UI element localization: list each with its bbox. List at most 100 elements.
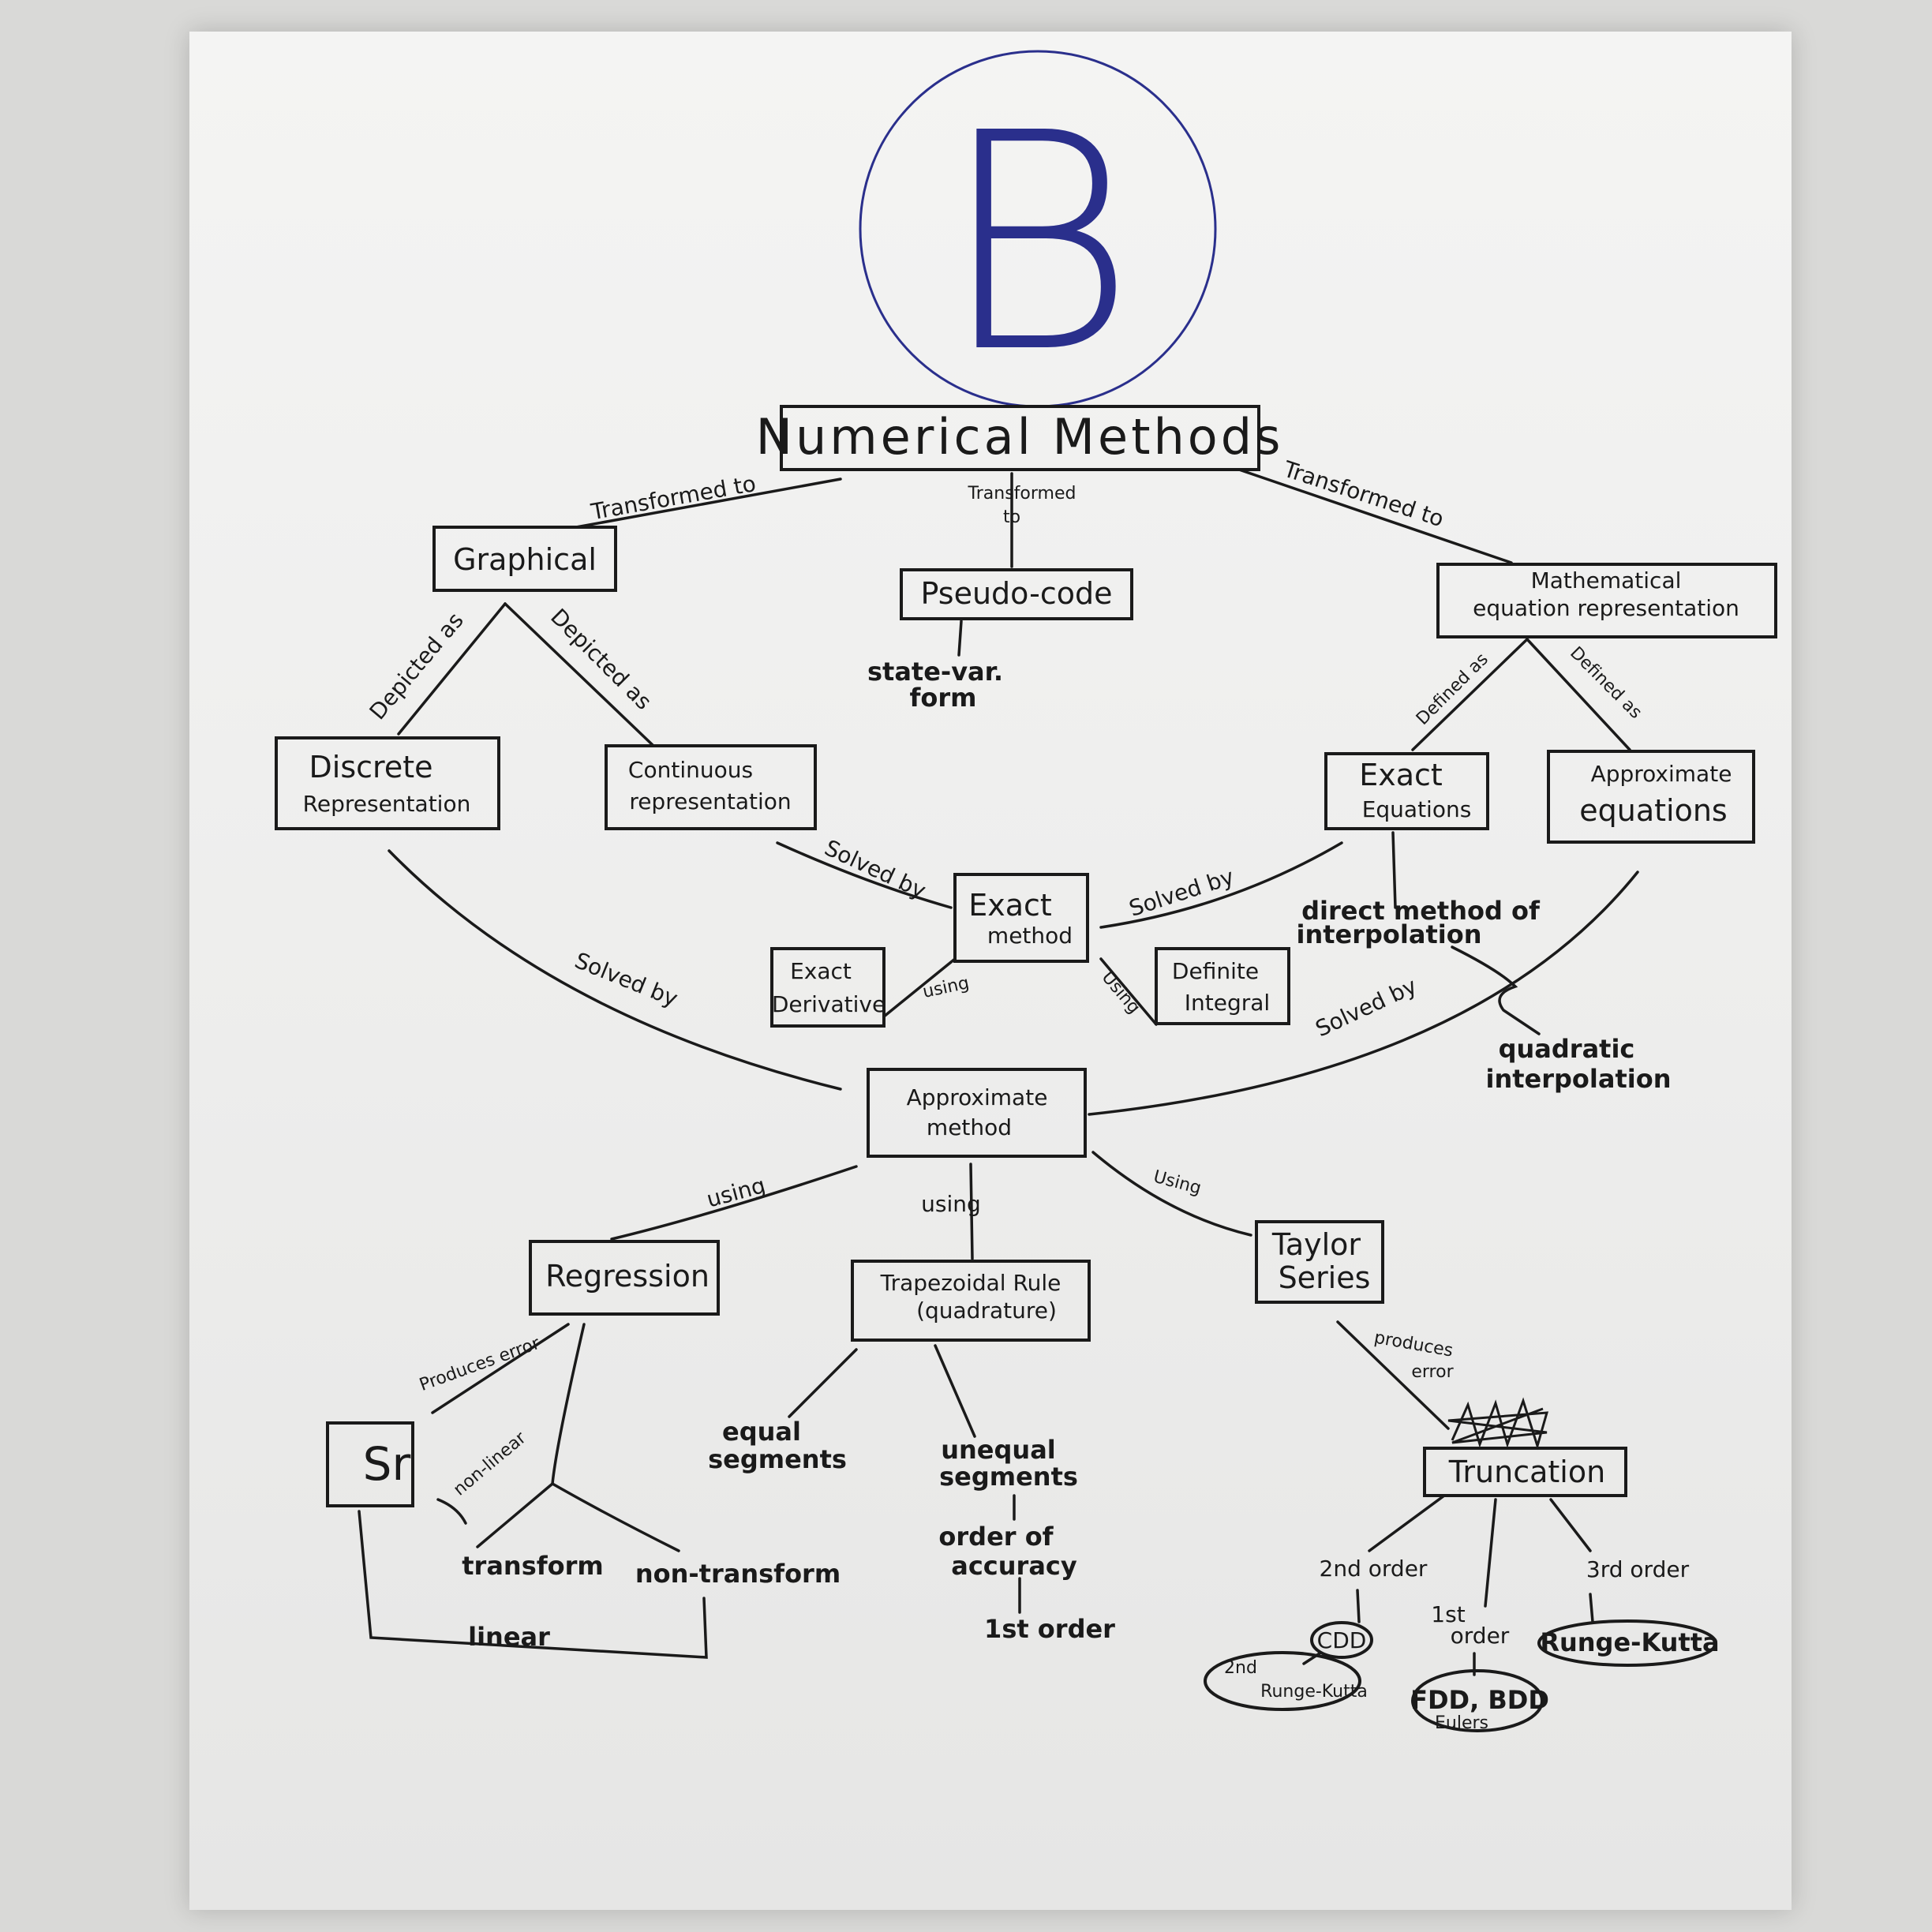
node-second-rk-1: 2nd [1224,1658,1257,1678]
node-state-var-2: form [909,683,976,713]
edge-exacteq-exactmethod [1099,841,1343,929]
node-second-order: 2nd order [1320,1556,1428,1582]
label-produces-error-reg: Produces error [417,1333,543,1395]
node-trapezoidal-2: (quadrature) [916,1297,1057,1324]
edge-sr-transform [436,1498,467,1525]
node-cdd: CDD [1317,1627,1367,1653]
node-taylor-1: Taylor [1271,1227,1361,1262]
box-approximate-method [867,1068,1087,1158]
box-exact-equations [1324,752,1489,830]
box-definite-integral [1155,947,1290,1025]
edge-trunc-second [1368,1494,1446,1552]
node-equal-2: segments [708,1444,847,1474]
edge-exactmethod-derivative [882,957,957,1018]
node-direct-method-1: direct method of [1301,896,1541,926]
node-quadratic-2: interpolation [1485,1064,1671,1094]
edge-nonlinear-split-left [476,1482,554,1548]
box-trapezoidal [851,1260,1091,1342]
node-quadratic-1: quadratic [1499,1034,1635,1064]
node-first-order-c: order [1451,1623,1510,1649]
node-exact-method-1: Exact [968,888,1052,923]
label-transformed-to-mid-2: to [1003,507,1020,527]
edge-nm-math [1237,468,1513,564]
node-exact-derivative-1: Exact [790,958,852,984]
oval-second-rk [1204,1651,1361,1711]
edge-approxeq-approxmethod [1088,871,1639,1116]
edge-exacteq-direct [1391,831,1397,909]
node-unequal-1: unequal [941,1435,1056,1465]
node-discrete-2: Representation [303,791,471,817]
edge-direct-quadratic [1451,945,1541,1035]
node-first-order-b: 1st [1431,1601,1465,1627]
edge-exactmethod-integral [1099,957,1158,1026]
box-regression [529,1240,720,1316]
node-continuous-2: representation [629,788,791,814]
node-taylor-2: Series [1279,1260,1371,1295]
label-solved-by-approx-eq: Solved by [1312,972,1421,1042]
edge-continuous-exactmethod [776,841,953,909]
edge-trunc-first [1484,1498,1497,1608]
node-definite-integral-1: Definite [1172,958,1259,984]
node-exact-method-2: method [987,923,1073,949]
node-numerical-methods: Numerical Methods [756,408,1284,466]
node-truncation: Truncation [1448,1455,1605,1489]
edges [358,468,1639,1676]
label-solved-by-exact-eq: Solved by [1126,863,1237,922]
circled-b-logo: B [859,50,1217,418]
label-transformed-to-right: Transformed to [1279,455,1447,532]
node-sr: Sr [363,1437,411,1491]
box-taylor-series [1255,1220,1384,1304]
label-defined-as-left: Defined as [1413,650,1492,729]
edge-nonlinear-split-right [551,1482,680,1552]
node-non-transform: non-transform [635,1559,841,1589]
label-transformed-to-mid-1: Transformed [968,484,1076,504]
label-defined-as-right: Defined as [1566,643,1646,723]
edge-taylor-truncation [1336,1320,1450,1430]
node-equal-1: equal [722,1417,801,1447]
edge-sr-linear [358,1510,708,1659]
label-using-trapezoidal: using [921,1191,981,1217]
box-sr [326,1421,414,1507]
box-continuous [605,744,817,830]
flipchart-paper [189,32,1792,1910]
node-pseudo-code: Pseudo-code [921,576,1113,611]
oval-cdd [1310,1621,1373,1659]
node-transform: transform [462,1551,604,1581]
edge-second-cdd [1356,1589,1361,1623]
node-approx-method-2: method [927,1114,1012,1140]
edge-math-approx [1526,638,1631,751]
box-numerical-methods [780,405,1260,471]
node-order-acc-1: order of [938,1522,1054,1552]
label-using-regression: using [704,1172,769,1212]
edge-graphical-discrete [397,602,507,736]
label-non-linear: non-linear [450,1428,530,1500]
label-using-derivative: using [921,973,971,1002]
logo-letter: B [940,69,1136,418]
node-discrete-1: Discrete [309,750,433,784]
edge-graphical-continuous [504,602,655,747]
edge-math-exact [1411,638,1529,751]
edge-approx-taylor [1091,1151,1252,1237]
edge-trap-unequal [934,1344,976,1438]
label-produces-error-taylor-1: produces [1372,1328,1455,1361]
edge-discrete-approxmethod [388,849,842,1091]
node-eulers: Eulers [1435,1713,1488,1733]
node-direct-method-2: interpolation [1296,919,1481,949]
label-produces-error-taylor-2: error [1411,1362,1454,1382]
node-definite-integral-2: Integral [1185,990,1270,1016]
edge-pseudo-statevar [957,620,963,657]
node-exact-eq-2: Equations [1362,796,1472,822]
node-exact-eq-1: Exact [1359,758,1443,792]
box-truncation [1423,1447,1627,1497]
node-regression: Regression [545,1259,710,1294]
oval-runge-kutta [1537,1619,1717,1667]
node-runge-kutta: Runge-Kutta [1540,1627,1719,1657]
box-graphical [432,526,617,592]
node-unequal-2: segments [939,1462,1078,1492]
edge-regression-sr [431,1323,570,1414]
scribble-mark [1447,1397,1549,1451]
label-using-taylor: Using [1151,1167,1204,1199]
node-continuous-1: Continuous [628,757,753,783]
node-math-eq-1: Mathematical [1531,567,1682,593]
